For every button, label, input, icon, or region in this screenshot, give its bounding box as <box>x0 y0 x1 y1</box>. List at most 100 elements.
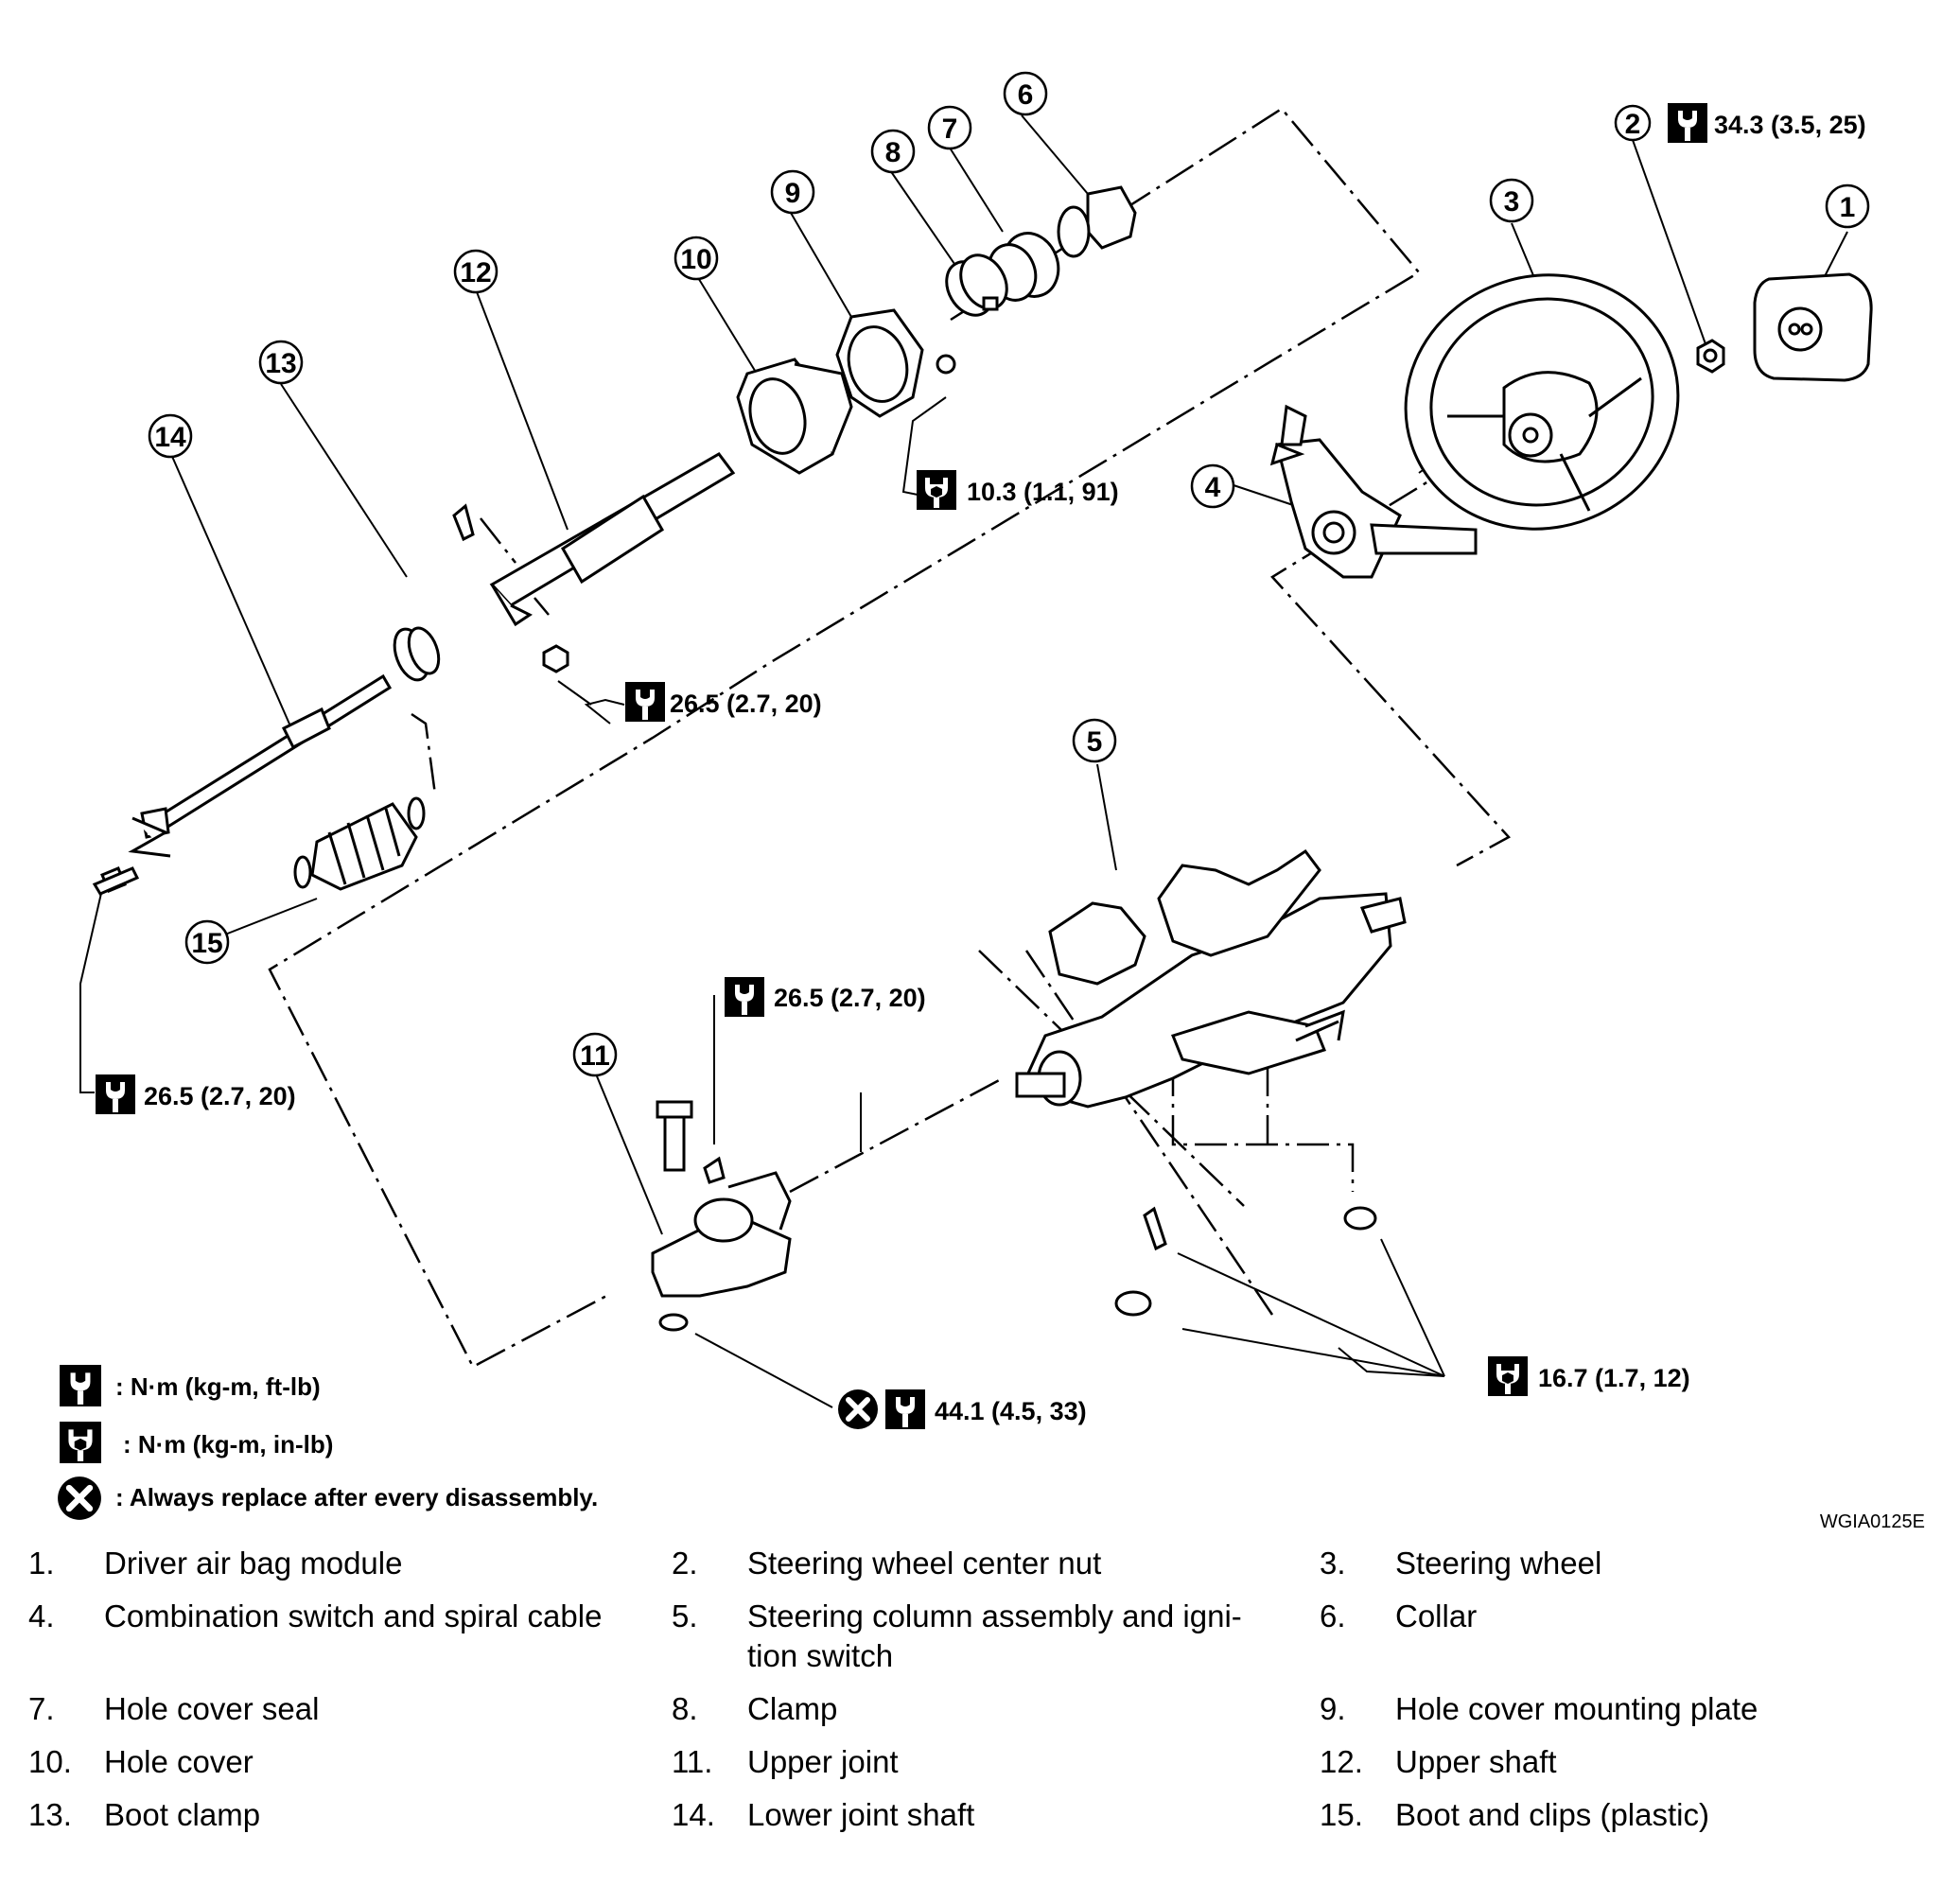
part-item: 11.Upper joint <box>672 1744 899 1779</box>
callout-10: 10 <box>674 236 719 281</box>
svg-text:4: 4 <box>1205 472 1221 503</box>
lower-joint-shaft-drawing <box>100 673 393 893</box>
boot-drawing <box>293 796 426 891</box>
part-item: 1.Driver air bag module <box>28 1546 403 1581</box>
wrench-icon <box>625 682 665 722</box>
part-item: 8.Clamp <box>672 1691 838 1726</box>
svg-text:44.1 (4.5, 33): 44.1 (4.5, 33) <box>935 1397 1087 1425</box>
wrench-hex-icon <box>60 1422 101 1463</box>
part-item: 7.Hole cover seal <box>28 1691 320 1726</box>
callout-7: 7 <box>927 105 972 150</box>
legend-item-replace: : Always replace after every disassembly… <box>58 1476 598 1520</box>
svg-text:26.5 (2.7, 20): 26.5 (2.7, 20) <box>670 690 822 718</box>
svg-text:14: 14 <box>154 422 186 453</box>
part-item: 15.Boot and clips (plastic) <box>1320 1797 1709 1832</box>
leader-lines <box>79 114 1848 1408</box>
callouts: 1 2 3 4 5 6 7 8 9 10 11 12 13 14 15 <box>148 71 1870 1077</box>
steering-column-drawing <box>1015 848 1407 1109</box>
svg-text:16.7 (1.7, 12): 16.7 (1.7, 12) <box>1538 1364 1690 1392</box>
torque-upper-shaft: 26.5 (2.7, 20) <box>625 682 822 722</box>
callout-3: 3 <box>1489 178 1534 223</box>
svg-text:10.3 (1.1, 91): 10.3 (1.1, 91) <box>967 478 1119 506</box>
wrench-icon <box>725 977 764 1017</box>
torque-steering-nut: 34.3 (3.5, 25) <box>1668 103 1866 143</box>
callout-11: 11 <box>572 1032 618 1077</box>
torque-column-mount: 16.7 (1.7, 12) <box>1488 1356 1690 1396</box>
upper-joint-drawing <box>651 1100 792 1332</box>
wrench-icon <box>1668 103 1707 143</box>
svg-text:15: 15 <box>191 928 222 959</box>
combination-switch-drawing <box>1269 404 1478 579</box>
legend: : N·m (kg-m, ft-lb) : N·m (kg-m, in-lb) … <box>58 1365 598 1520</box>
lower-shaft-bolt-drawing <box>92 866 140 896</box>
svg-text:12: 12 <box>460 257 491 288</box>
callout-9: 9 <box>770 169 815 215</box>
torque-lower-shaft: 26.5 (2.7, 20) <box>96 1074 296 1114</box>
part-item: 4.Combination switch and spiral cable <box>28 1598 603 1633</box>
part-item: 2.Steering wheel center nut <box>672 1546 1102 1581</box>
parts-list: 1.Driver air bag module 2.Steering wheel… <box>28 1544 1920 1835</box>
upper-shaft-drawing <box>452 452 736 673</box>
wrench-hex-icon <box>1488 1356 1528 1396</box>
wrench-icon <box>96 1074 135 1114</box>
mounting-plate-drawing <box>835 308 956 418</box>
callout-5: 5 <box>1072 718 1117 763</box>
part-item: 10.Hole cover <box>28 1744 254 1779</box>
svg-text:2: 2 <box>1625 109 1641 140</box>
torque-specs: 34.3 (3.5, 25) 10.3 (1.1, 91) 26.5 (2.7,… <box>96 103 1866 1429</box>
boot-clamp-drawing <box>393 626 441 682</box>
svg-text:8: 8 <box>885 137 901 168</box>
svg-text:26.5 (2.7, 20): 26.5 (2.7, 20) <box>774 984 926 1012</box>
part-item: 5.Steering column assembly and igni-tion… <box>672 1598 1242 1673</box>
svg-text:: N·m (kg-m, in-lb): : N·m (kg-m, in-lb) <box>123 1430 333 1459</box>
svg-text:1: 1 <box>1840 192 1856 223</box>
callout-2: 2 <box>1614 104 1652 142</box>
replace-icon <box>58 1476 101 1520</box>
replace-icon <box>838 1389 878 1429</box>
svg-text:: Always replace after every d: : Always replace after every disassembly… <box>115 1483 598 1511</box>
callout-8: 8 <box>870 129 916 174</box>
hole-cover-drawing <box>736 358 853 475</box>
callout-6: 6 <box>1003 71 1048 116</box>
center-nut-drawing <box>1696 339 1725 374</box>
callout-4: 4 <box>1190 463 1235 509</box>
part-item: 3.Steering wheel <box>1320 1546 1602 1581</box>
steering-wheel-drawing <box>1404 273 1680 531</box>
svg-text:7: 7 <box>942 114 958 145</box>
svg-text:34.3 (3.5, 25): 34.3 (3.5, 25) <box>1714 111 1866 139</box>
clamp-drawing <box>945 253 1008 317</box>
svg-text:10: 10 <box>680 244 711 275</box>
driver-air-bag-module-drawing <box>1753 272 1873 382</box>
svg-text:3: 3 <box>1504 186 1520 218</box>
callout-15: 15 <box>184 919 230 965</box>
svg-text:: N·m (kg-m, ft-lb): : N·m (kg-m, ft-lb) <box>115 1372 321 1401</box>
exploded-view-diagram: 1 2 3 4 5 6 7 8 9 10 11 12 13 14 15 34.3… <box>0 71 1925 1532</box>
svg-text:9: 9 <box>785 178 801 209</box>
wrench-icon <box>60 1365 101 1406</box>
collar-drawing <box>1057 185 1137 258</box>
figure-code: WGIA0125E <box>1820 1511 1925 1532</box>
callout-1: 1 <box>1825 183 1870 229</box>
part-drawings <box>92 185 1873 1332</box>
callout-14: 14 <box>148 413 193 459</box>
assembly-outline <box>268 107 1511 1369</box>
part-item: 9.Hole cover mounting plate <box>1320 1691 1758 1726</box>
wrench-hex-icon <box>917 470 956 510</box>
svg-text:5: 5 <box>1087 726 1103 758</box>
part-item: 14.Lower joint shaft <box>672 1797 975 1832</box>
torque-joint-nut: 44.1 (4.5, 33) <box>838 1389 1087 1429</box>
torque-upper-joint-bolt: 26.5 (2.7, 20) <box>725 977 926 1017</box>
svg-text:6: 6 <box>1018 79 1034 111</box>
part-item: 6.Collar <box>1320 1598 1478 1633</box>
callout-13: 13 <box>258 340 304 385</box>
wrench-icon <box>885 1389 925 1429</box>
svg-text:11: 11 <box>580 1040 610 1072</box>
part-item: 12.Upper shaft <box>1320 1744 1557 1779</box>
part-item: 13.Boot clamp <box>28 1797 261 1832</box>
svg-text:26.5 (2.7, 20): 26.5 (2.7, 20) <box>144 1082 296 1110</box>
column-fasteners-drawing <box>1114 1206 1377 1317</box>
callout-12: 12 <box>453 249 499 294</box>
torque-hole-cover: 10.3 (1.1, 91) <box>917 470 1119 510</box>
svg-text:13: 13 <box>265 348 296 379</box>
legend-item-ft-lb: : N·m (kg-m, ft-lb) <box>60 1365 321 1406</box>
